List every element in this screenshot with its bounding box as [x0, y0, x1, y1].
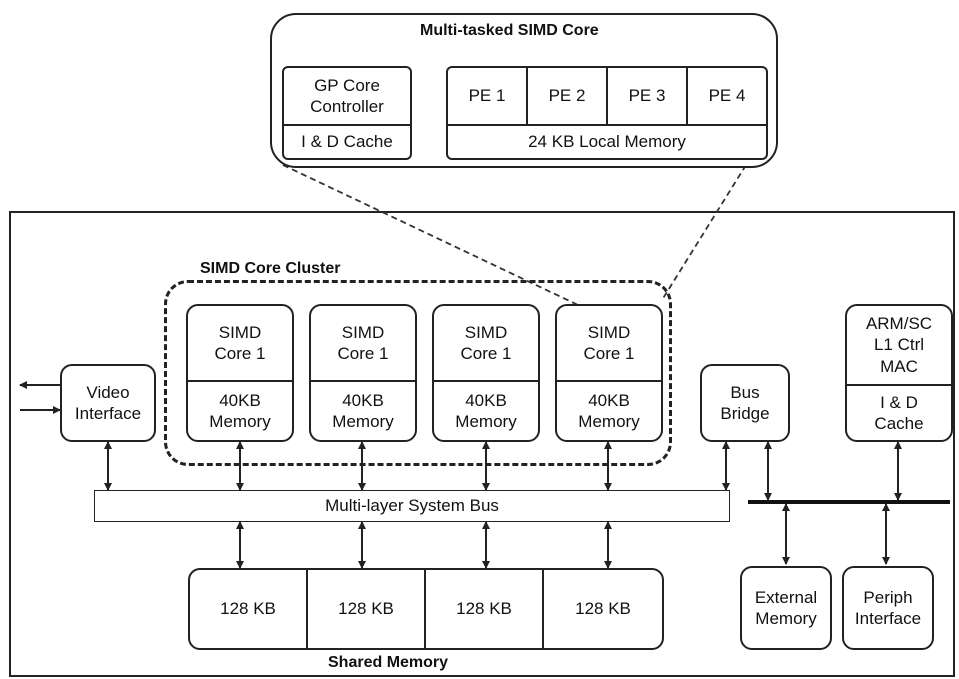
- arm-ctrl: ARM/SC L1 Ctrl MAC: [847, 306, 951, 386]
- arm-block: ARM/SC L1 Ctrl MAC I & D Cache: [845, 304, 953, 442]
- periph-interface: Periph Interface: [842, 566, 934, 650]
- system-frame: [9, 211, 955, 677]
- simd-core-cluster-frame: [164, 280, 672, 466]
- simd-core-3: SIMD Core 1 40KB Memory: [432, 304, 540, 442]
- simd-core-4-label: SIMD Core 1: [557, 306, 661, 382]
- gp-core-controller: GP Core Controller: [284, 68, 410, 126]
- shared-memory-box: 128 KB 128 KB 128 KB 128 KB: [188, 568, 664, 650]
- simd-core-1-label: SIMD Core 1: [188, 306, 292, 382]
- pe-4: PE 4: [688, 68, 766, 126]
- external-memory: External Memory: [740, 566, 832, 650]
- video-interface: Video Interface: [60, 364, 156, 442]
- shared-memory-bank-4: 128 KB: [575, 599, 631, 619]
- simd-core-2-label: SIMD Core 1: [311, 306, 415, 382]
- simd-core-4: SIMD Core 1 40KB Memory: [555, 304, 663, 442]
- simd-core-2-memory: 40KB Memory: [332, 390, 394, 431]
- simd-core-2: SIMD Core 1 40KB Memory: [309, 304, 417, 442]
- simd-core-1: SIMD Core 1 40KB Memory: [186, 304, 294, 442]
- bus-bridge: Bus Bridge: [700, 364, 790, 442]
- shared-memory-bank-3: 128 KB: [426, 570, 544, 648]
- simd-core-1-memory: 40KB Memory: [209, 390, 271, 431]
- simd-core-3-label: SIMD Core 1: [434, 306, 538, 382]
- pe-array-box: PE 1 PE 2 PE 3 PE 4 24 KB Local Memory: [446, 66, 768, 160]
- arm-cache: I & D Cache: [874, 392, 924, 433]
- gp-core-cache: I & D Cache: [301, 132, 393, 152]
- simd-core-4-memory: 40KB Memory: [578, 390, 640, 431]
- multi-layer-system-bus: Multi-layer System Bus: [94, 490, 730, 522]
- simd-core-3-memory: 40KB Memory: [455, 390, 517, 431]
- pe-1: PE 1: [448, 68, 528, 126]
- local-memory: 24 KB Local Memory: [528, 132, 686, 152]
- pe-3: PE 3: [608, 68, 688, 126]
- zoom-line-right: [661, 164, 747, 301]
- pe-2: PE 2: [528, 68, 608, 126]
- shared-memory-bank-2: 128 KB: [308, 570, 426, 648]
- simd-core-cluster-title: SIMD Core Cluster: [200, 260, 341, 277]
- shared-memory-bank-1: 128 KB: [190, 570, 308, 648]
- multitasked-simd-core-title: Multi-tasked SIMD Core: [420, 22, 599, 39]
- shared-memory-title: Shared Memory: [328, 654, 449, 671]
- gp-core-box: GP Core Controller I & D Cache: [282, 66, 412, 160]
